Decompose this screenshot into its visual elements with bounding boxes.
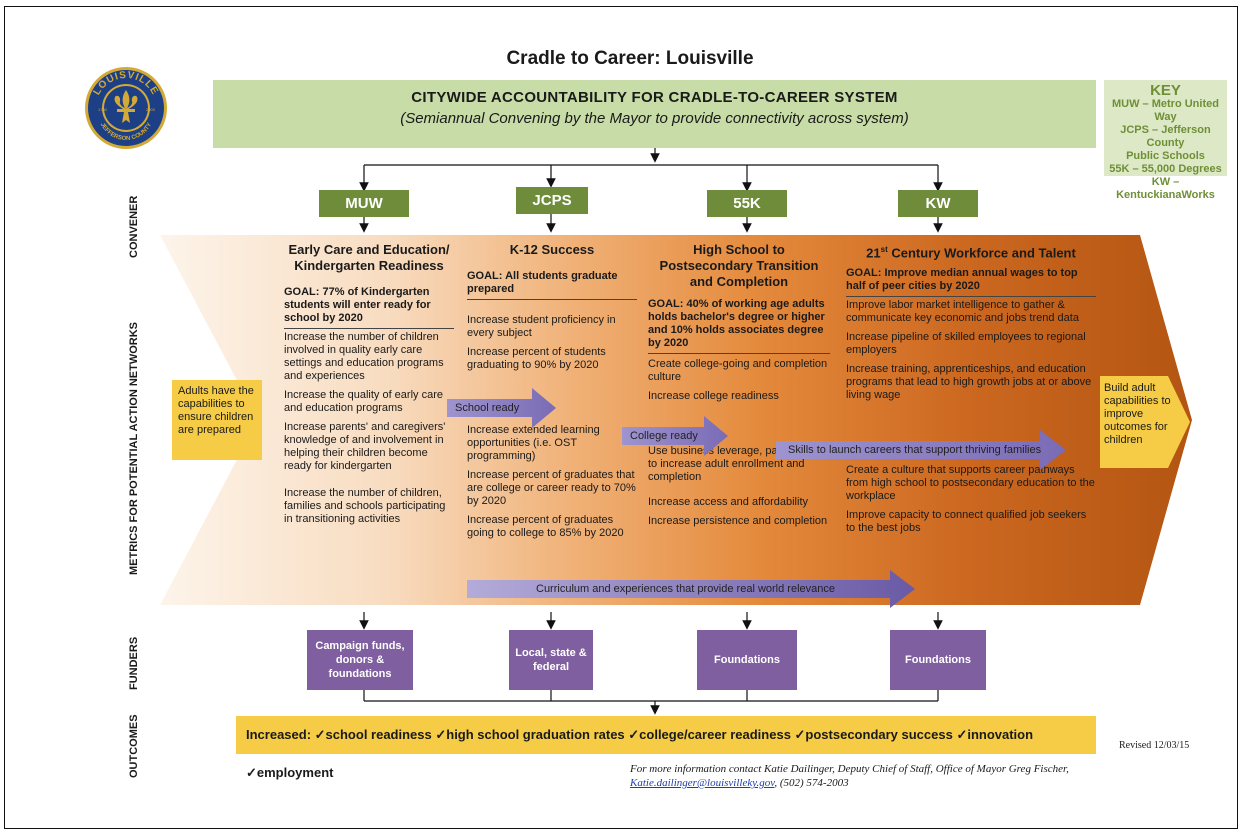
milestone-skills: Skills to launch careers that support th… xyxy=(788,444,1042,456)
skills-arrow xyxy=(776,430,1066,470)
divider xyxy=(284,328,454,329)
list-item: Increase the number of children, familie… xyxy=(284,487,446,525)
column-workforce: 21st Century Workforce and Talent GOAL: … xyxy=(846,242,1096,535)
column-goal: GOAL: Improve median annual wages to top… xyxy=(846,267,1078,293)
adults-capabilities-box: Adults have the capabilities to ensure c… xyxy=(172,380,262,460)
funder-box: Foundations xyxy=(890,630,986,690)
column-early-care: Early Care and Education/ Kindergarten R… xyxy=(284,242,454,526)
list-item: Increase student proficiency in every su… xyxy=(467,314,616,339)
column-heading: 21st Century Workforce and Talent xyxy=(866,245,1076,261)
list-item: Increase percent of graduates going to c… xyxy=(467,514,624,539)
revised-date: Revised 12/03/15 xyxy=(1119,740,1190,751)
list-item: Improve labor market intelligence to gat… xyxy=(846,299,1079,325)
outcomes-bar: Increased: ✓school readiness ✓high schoo… xyxy=(236,716,1096,780)
list-item: Increase extended learning opportunities… xyxy=(467,424,600,462)
list-item: Increase the number of children involved… xyxy=(284,331,444,382)
column-goal: GOAL: All students graduate prepared xyxy=(467,270,618,295)
column-goal: GOAL: 77% of Kindergarten students will … xyxy=(284,286,431,324)
accountability-subheading: (Semiannual Convening by the Mayor to pr… xyxy=(400,110,909,127)
divider xyxy=(467,299,637,300)
key-line: KW – KentuckianaWorks xyxy=(1116,176,1215,201)
page-frame xyxy=(4,6,1238,829)
column-goal: GOAL: 40% of working age adults holds ba… xyxy=(648,298,825,349)
list-item: Increase training, apprenticeships, and … xyxy=(846,363,1092,402)
key-line: 55K – 55,000 Degrees xyxy=(1109,163,1222,175)
list-item: Increase the quality of early care and e… xyxy=(284,389,443,414)
convener-55k: 55K xyxy=(707,190,787,217)
convener-muw: MUW xyxy=(319,190,409,217)
contact-phone: , (502) 574-2003 xyxy=(774,777,849,789)
column-heading: K-12 Success xyxy=(509,242,595,257)
build-adult-text: Build adult capabilities to improve outc… xyxy=(1104,382,1171,446)
key-line: MUW – Metro United Way xyxy=(1112,98,1219,123)
curriculum-arrow xyxy=(467,570,915,608)
convener-jcps: JCPS xyxy=(516,187,588,214)
footer-line: For more information contact Katie Daili… xyxy=(630,763,1069,775)
citywide-accountability-box: CITYWIDE ACCOUNTABILITY FOR CRADLE-TO-CA… xyxy=(213,80,1096,148)
college-ready-arrow xyxy=(622,416,728,456)
page-title: Cradle to Career: Louisville xyxy=(506,48,754,69)
milestone-curriculum: Curriculum and experiences that provide … xyxy=(536,583,835,595)
list-item: Increase persistence and completion xyxy=(648,515,828,527)
list-item: Increase parents' and caregivers' knowle… xyxy=(284,421,446,472)
funder-box: Local, state & federal xyxy=(509,630,593,690)
list-item: Create a culture that supports career pa… xyxy=(846,464,1095,503)
list-item: Improve capacity to connect qualified jo… xyxy=(846,509,1087,535)
milestone-college-ready: College ready xyxy=(630,430,698,442)
list-item: Create college-going and completion cult… xyxy=(648,358,828,383)
list-item: Increase pipeline of skilled employees t… xyxy=(846,331,1086,357)
key-title: KEY xyxy=(1150,82,1181,99)
funder-box: Campaign funds, donors & foundations xyxy=(307,630,413,690)
build-adult-arrow xyxy=(1100,376,1190,468)
key-line: JCPS – Jefferson County xyxy=(1120,124,1211,149)
list-item: Increase percent of students graduating … xyxy=(467,346,606,371)
convener-kw: KW xyxy=(898,190,978,217)
key-line: Public Schools xyxy=(1126,150,1205,162)
list-item: Use business leverage, particularly to i… xyxy=(648,445,819,483)
contact-email-link[interactable]: Katie.dailinger@louisvilleky.gov xyxy=(630,777,775,789)
svg-text:2003: 2003 xyxy=(146,107,156,112)
column-k12: K-12 Success GOAL: All students graduate… xyxy=(467,242,637,540)
list-item: Increase percent of graduates that are c… xyxy=(467,469,636,507)
louisville-seal-logo: LOUISVILLE JEFFERSON COUNTY 1780 2003 xyxy=(85,67,167,149)
svg-text:1780: 1780 xyxy=(98,107,108,112)
funder-box: Foundations xyxy=(697,630,797,690)
column-heading: Early Care and Education/ Kindergarten R… xyxy=(288,242,450,273)
school-ready-arrow xyxy=(447,388,556,428)
column-postsecondary: High School to Postsecondary Transition … xyxy=(648,242,830,528)
divider xyxy=(846,296,1096,298)
accountability-heading: CITYWIDE ACCOUNTABILITY FOR CRADLE-TO-CA… xyxy=(411,89,898,106)
key-box: KEY MUW – Metro United Way JCPS – Jeffer… xyxy=(1104,80,1227,201)
divider xyxy=(648,353,830,354)
contact-footer: For more information contact Katie Daili… xyxy=(630,762,1230,790)
milestone-school-ready: School ready xyxy=(455,402,520,414)
list-item: Increase access and affordability xyxy=(648,496,808,508)
list-item: Increase college readiness xyxy=(648,390,779,402)
column-heading: High School to Postsecondary Transition … xyxy=(659,242,819,289)
